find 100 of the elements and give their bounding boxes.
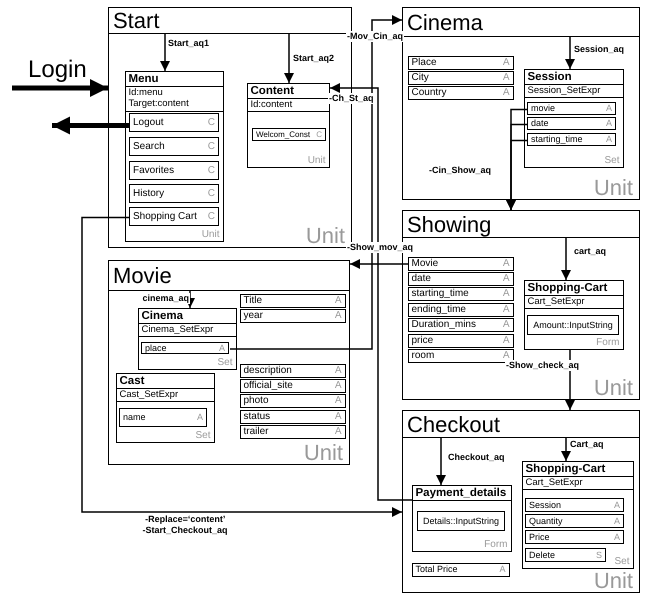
attribute-type: C [316,130,322,138]
attribute-row [129,137,219,156]
attribute-name: Logout [133,118,164,128]
attribute-row [408,256,514,270]
attribute-row [240,394,346,408]
unit-container [412,484,512,552]
page-title: Movie [109,261,349,291]
unit-title: Payment_details [412,486,510,500]
attribute-type: C [208,166,215,176]
attribute-row [525,530,624,544]
unit-property: Target:content [126,98,222,112]
arrow [81,216,402,517]
attribute-type: A [334,396,342,406]
attribute-row [408,286,514,300]
attribute-name: Total Price [416,565,458,574]
attribute-type: A [502,288,510,298]
attribute-row [129,161,219,180]
arrow [561,237,571,280]
unit-property: Session_SetExpr [524,84,622,98]
attribute-name: Country [412,88,447,98]
attribute-name: Quantity [529,516,563,526]
attribute-type: A [502,336,510,346]
attribute-type: A [499,565,506,574]
attribute-name: description [244,366,292,376]
unit-property: Cart_SetExpr [522,476,632,490]
unit-container [116,372,214,442]
attribute-name: date [531,119,549,128]
attribute-type: A [502,72,510,82]
attribute-type: A [502,320,510,330]
edge-label: Checkout_aq [447,452,506,463]
attribute-type: C [208,212,215,222]
node-label: Login [28,58,96,82]
attribute-name: name [123,413,146,422]
attribute-name: starting_time [531,135,583,144]
attribute-type: C [208,188,215,198]
attribute-row [412,562,510,576]
page-title: Cinema [403,8,639,37]
attribute-name: Price [529,532,550,542]
page-title: Showing [403,211,639,238]
attribute-name: Favorites [133,166,174,176]
attribute-row [240,308,346,322]
attribute-type: A [334,380,342,390]
attribute-name: Session [529,500,562,510]
attribute-type: A [334,366,342,376]
attribute-name: price [412,336,434,346]
unit-type-label: Set [195,430,210,442]
page-title: Checkout [403,411,639,438]
attribute-name: Search [133,142,165,152]
attribute-type: A [614,500,620,510]
attribute-row [408,56,514,70]
attribute-row [525,514,624,528]
attribute-row [408,272,514,286]
attribute-type: A [334,310,342,320]
attribute-name: Shopping Cart [133,212,197,222]
attribute-name: date [412,274,431,284]
arrow [330,83,412,501]
edge-label: cart_aq [573,246,608,257]
arrow [284,33,294,83]
unit-property: Cinema_SetExpr [138,324,236,337]
attribute-name: ending_time [412,304,466,314]
unit-container [522,460,634,568]
arrow [350,259,408,269]
attribute-name: year [244,310,263,320]
unit-property: Id:content [248,98,328,112]
unit-type-label: Unit [202,228,220,240]
unit-property: Cart_SetExpr [524,296,622,309]
unit-type-label: Unit [594,570,633,592]
attribute-name: History [133,188,164,198]
attribute-name: Place [412,58,437,68]
unit-type-label: Form [484,538,508,550]
attribute-row [408,70,514,84]
attribute-row [240,378,346,392]
arrow [561,437,571,461]
unit-title: Cast [116,374,214,388]
attribute-row [408,318,514,332]
attribute-type: A [502,274,510,284]
unit-type-label: Set [217,356,232,368]
unit-type-label: Unit [594,177,633,199]
attribute-row [129,207,219,226]
attribute-row [129,113,219,132]
unit-type-label: Unit [308,154,326,166]
unit-container [138,308,236,370]
attribute-row [240,364,346,378]
attribute-row [408,348,514,362]
attribute-name: status [244,412,270,422]
arrow [160,33,170,71]
unit-title: Session [524,70,622,84]
attribute-name: Movie [412,258,438,268]
arrow [52,116,130,134]
attribute-type: C [208,118,215,128]
unit-container [524,68,624,168]
edge-label: -Show_check_aq [505,360,580,371]
edge-label: -Mov_Cin_aq [346,31,404,42]
edge-label: Start_aq2 [292,53,336,64]
attribute-row [119,408,207,427]
attribute-type: A [334,296,342,306]
attribute-row [408,302,514,316]
page-title: Start [109,8,351,34]
attribute-row [141,342,229,354]
attribute-type: A [606,135,612,144]
